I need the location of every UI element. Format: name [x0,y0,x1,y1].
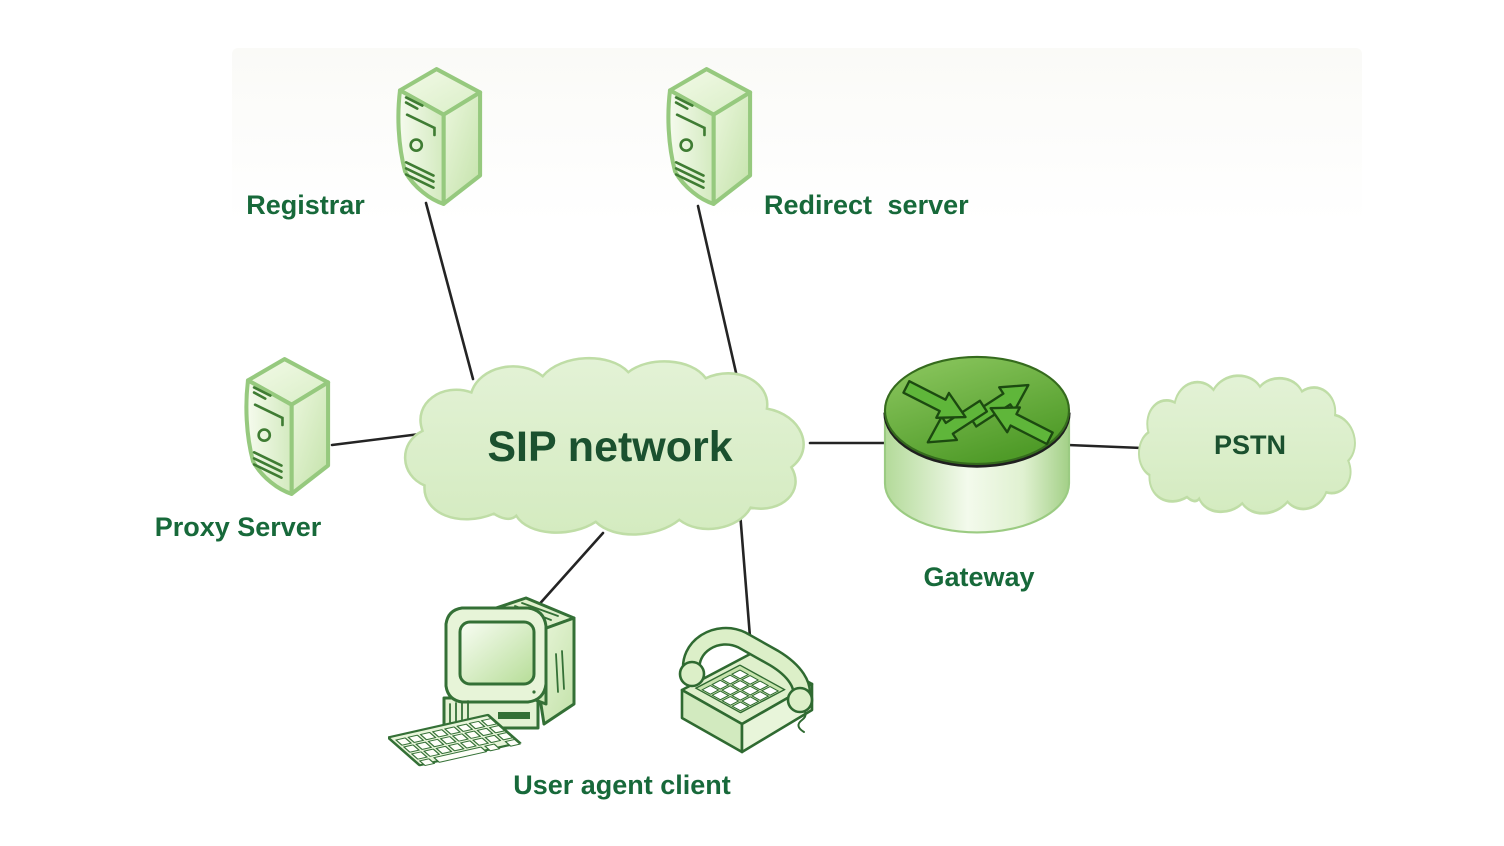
desktop-computer-icon [388,596,576,767]
edge-registrar-sip [424,201,475,381]
sip-network-label: SIP network [487,422,733,471]
server-icon [653,62,760,212]
router-icon [883,355,1071,534]
pstn-label: PSTN [1213,429,1286,460]
registrar-label: Registrar [246,190,365,220]
edge-gateway-pstn [1066,443,1144,450]
user-agent-client-label: User agent client [513,770,731,800]
edge-proxy-sip [330,431,430,447]
proxy-server-label: Proxy Server [154,512,322,542]
redirect-server-label: Redirect server [764,190,969,220]
server-icon [383,62,490,212]
edge-redirect-sip [696,204,739,379]
server-icon [231,352,338,502]
telephone-icon [678,626,814,754]
edge-sip-phone [738,510,752,639]
sip-network-node: SIP network [396,356,824,538]
gateway-label: Gateway [923,562,1035,592]
pstn-node: PSTN [1134,374,1366,516]
